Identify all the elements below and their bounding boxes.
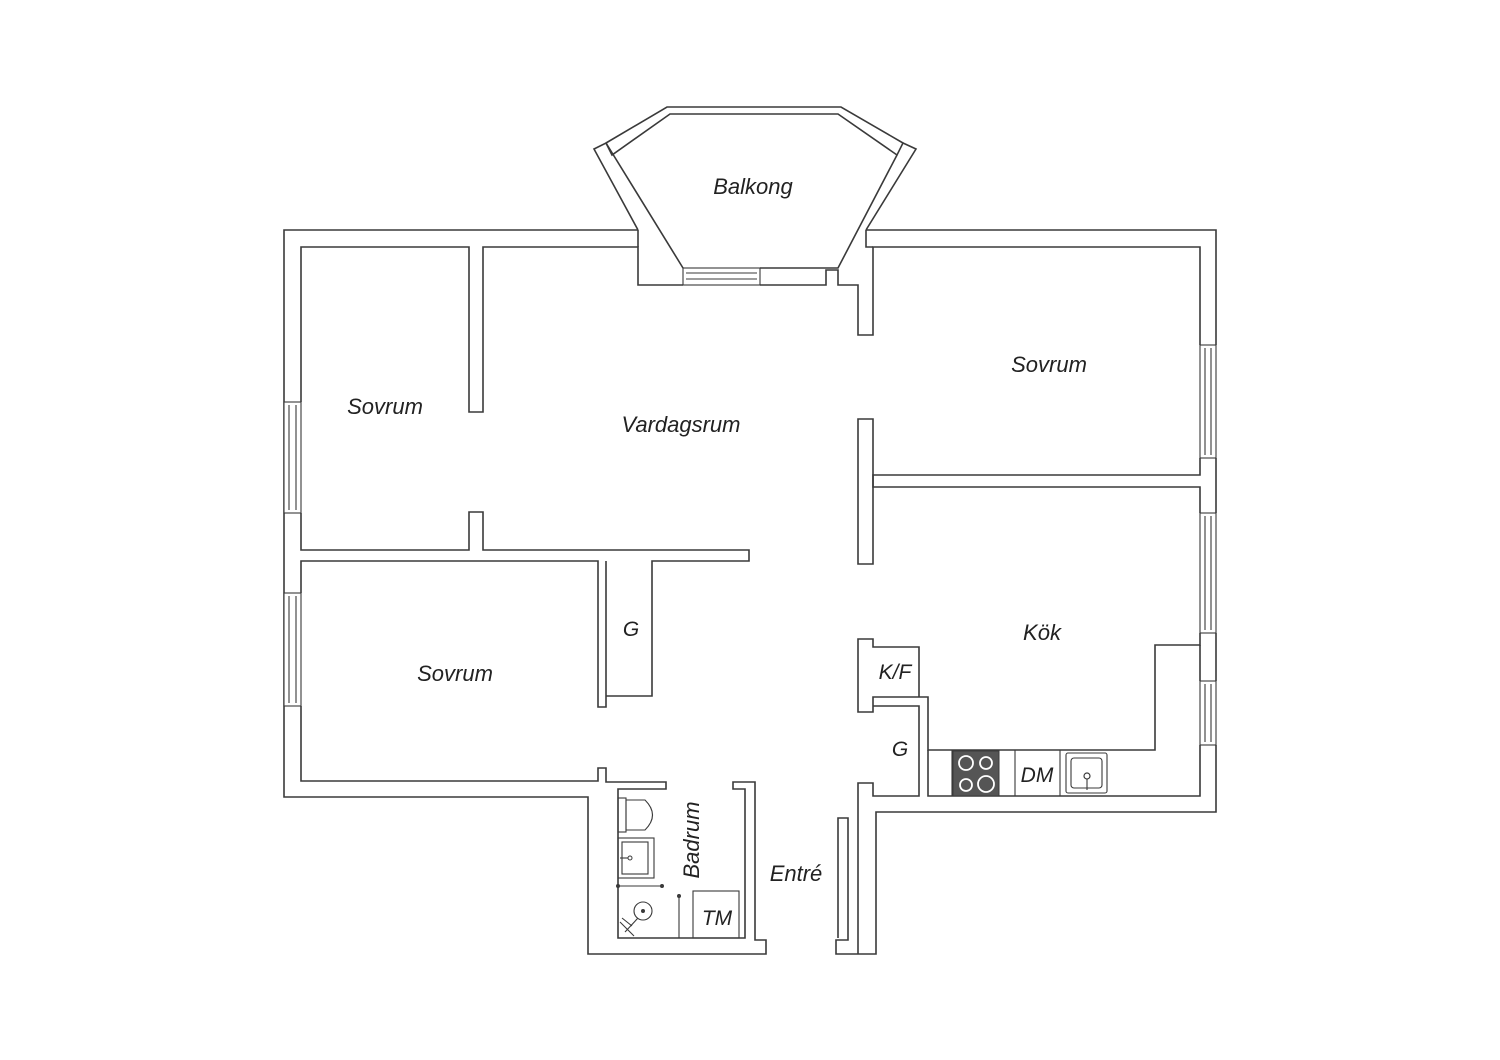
washbasin-icon <box>617 837 655 879</box>
bathroom-fixtures <box>616 797 740 939</box>
outer-walls <box>283 229 1217 955</box>
room-label-badrum: Badrum <box>679 801 704 878</box>
room-label-vardagsrum: Vardagsrum <box>621 412 740 437</box>
window-right-mid <box>1199 512 1217 634</box>
fixture-labels: G G K/F DM TM <box>623 618 1054 930</box>
windows <box>283 267 1217 746</box>
room-label-sovrum-right-top: Sovrum <box>1011 352 1087 377</box>
room-label-balkong: Balkong <box>713 174 793 199</box>
fixture-label-diskmaskin: DM <box>1021 764 1054 787</box>
window-left-bottom <box>283 592 302 707</box>
room-label-kok: Kök <box>1023 620 1062 645</box>
fixture-label-garderob-2: G <box>892 738 908 761</box>
shower-icon <box>619 901 653 937</box>
fixture-label-garderob-1: G <box>623 618 639 641</box>
room-labels: Balkong Sovrum Vardagsrum Sovrum Sovrum … <box>347 174 1087 886</box>
stove-icon <box>952 750 1000 797</box>
window-right-top <box>1199 344 1217 459</box>
balcony-door <box>682 267 761 286</box>
kitchen-counter <box>951 750 1108 797</box>
balcony <box>592 106 918 269</box>
fixture-label-tvattmaskin: TM <box>702 907 733 930</box>
washing-machine <box>692 890 740 939</box>
room-label-entre: Entré <box>770 861 823 886</box>
toilet-icon <box>617 797 654 833</box>
fixture-label-kyl-frys: K/F <box>879 661 913 684</box>
window-right-bottom <box>1199 680 1217 746</box>
room-label-sovrum-left-top: Sovrum <box>347 394 423 419</box>
room-label-sovrum-left-bottom: Sovrum <box>417 661 493 686</box>
sink-icon <box>1065 752 1108 794</box>
window-left-top <box>283 401 302 514</box>
